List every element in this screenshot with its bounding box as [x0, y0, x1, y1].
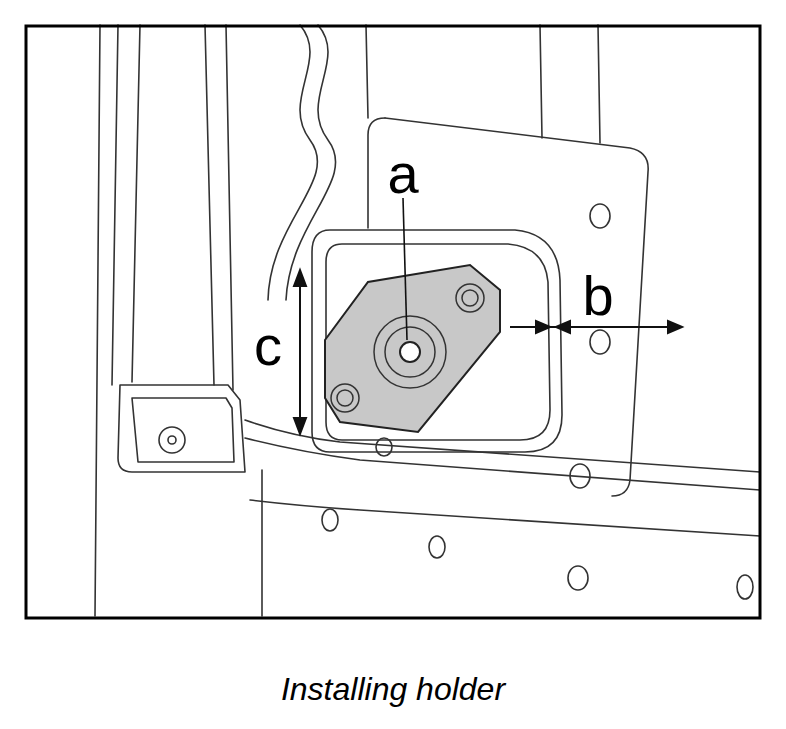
sill-line: [245, 438, 760, 490]
bracket: [118, 385, 245, 472]
figure-caption: Installing holder: [281, 672, 505, 707]
recess-outline: [326, 244, 550, 440]
bracket-hole: [159, 427, 185, 453]
hole: [376, 438, 392, 456]
callout-letter: a: [387, 146, 418, 202]
center-hole: [400, 342, 420, 362]
leader-line: [403, 198, 407, 340]
dimension-line: [299, 272, 301, 432]
hole: [322, 509, 338, 531]
body-edge: [286, 25, 336, 300]
body-edge: [366, 25, 368, 118]
body-edge: [132, 25, 140, 382]
sill-line: [250, 500, 760, 536]
screw: [337, 390, 353, 406]
holder-plate: [325, 265, 500, 432]
arrowhead: [556, 321, 570, 333]
screw: [331, 384, 359, 412]
body-edge: [112, 25, 118, 385]
callout-letter: c: [254, 318, 282, 374]
body-edge: [95, 25, 100, 616]
body-edge: [226, 25, 233, 390]
arrowhead: [294, 418, 306, 434]
arrowhead: [536, 321, 550, 333]
arrowhead: [668, 321, 682, 333]
bracket: [132, 398, 234, 462]
body-edge: [205, 25, 214, 385]
body-edge: [540, 25, 542, 138]
body-edge: [598, 25, 600, 143]
panel-outline: [368, 118, 385, 228]
screw: [462, 290, 478, 306]
figure-frame: [26, 26, 760, 618]
recess-outline: [312, 230, 562, 452]
hole: [568, 566, 588, 590]
hole: [590, 204, 610, 228]
callout-letter: b: [582, 268, 613, 324]
hole: [590, 330, 610, 354]
arrowhead: [294, 270, 306, 286]
screw: [456, 284, 484, 312]
sill-line: [245, 420, 760, 472]
holder-ring: [385, 327, 435, 377]
bracket-hole: [168, 436, 176, 444]
hole: [737, 575, 753, 599]
holder-ring: [374, 316, 446, 388]
sill-line: [261, 470, 263, 616]
hole: [570, 464, 590, 488]
hole: [429, 536, 445, 558]
body-edge: [268, 25, 317, 300]
